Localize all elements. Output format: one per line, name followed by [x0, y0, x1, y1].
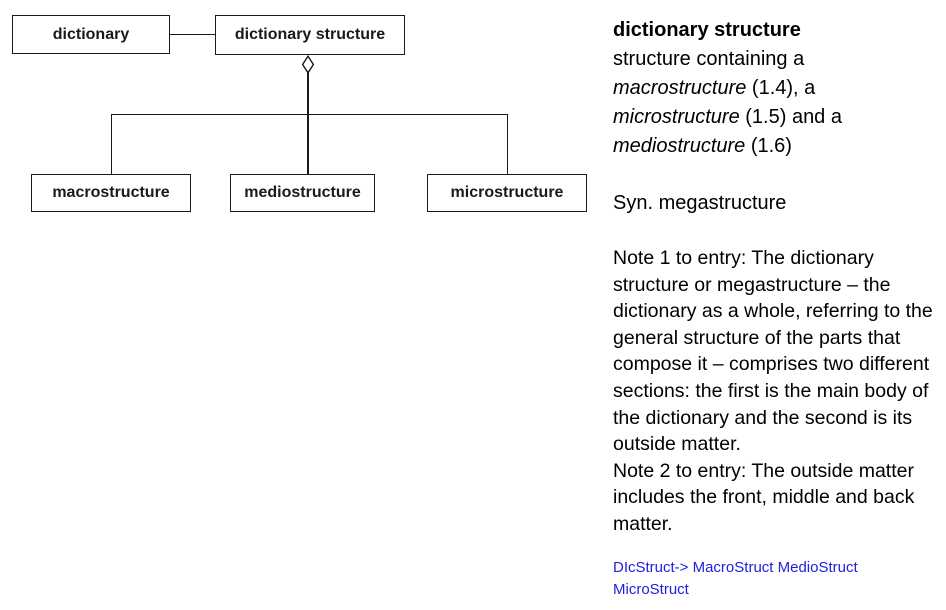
- definition-line: mediostructure (1.6): [613, 135, 792, 157]
- notes-block: Note 1 to entry: The dictionary structure…: [613, 245, 946, 538]
- note-line: structure or megastructure – the: [613, 273, 891, 296]
- entry-heading: dictionary structure: [613, 19, 801, 41]
- definition-line: microstructure (1.5) and a: [613, 106, 842, 128]
- node-label: macrostructure: [52, 184, 170, 201]
- note-line: Note 2 to entry: The outside matter: [613, 459, 914, 482]
- diagram-node-mediostructure: mediostructure: [230, 174, 375, 212]
- diagram-node-microstructure: microstructure: [427, 174, 587, 212]
- note-lines: Note 1 to entry: The dictionary structure…: [613, 245, 946, 538]
- definition-line: structure containing a: [613, 48, 805, 70]
- note-line: matter.: [613, 512, 673, 535]
- edge-aggregation-center-line: [307, 71, 309, 174]
- node-label: mediostructure: [244, 184, 361, 201]
- edge-branch-right-line: [506, 114, 508, 174]
- synonym-block: Syn. megastructure: [613, 190, 946, 217]
- note-line: outside matter.: [613, 433, 741, 456]
- node-label: microstructure: [450, 184, 564, 201]
- node-label: dictionary: [52, 25, 130, 43]
- cross-reference-link[interactable]: DIcStruct-> MacroStruct MedioStruct: [613, 559, 858, 576]
- diagram-node-macrostructure: macrostructure: [31, 174, 191, 212]
- note-line: the dictionary and the second is its: [613, 406, 913, 429]
- diagram-node-dictionary: dictionary: [12, 15, 170, 54]
- edge-branch-horizontal-line: [111, 114, 508, 116]
- edge-association-line: [170, 34, 215, 36]
- diagram-node-dictionary-structure: dictionary structure: [215, 15, 405, 55]
- definition-block: dictionary structure structure containin…: [613, 16, 946, 161]
- definition-line: macrostructure (1.4), a: [613, 77, 816, 99]
- note-line: dictionary as a whole, referring to the: [613, 300, 933, 323]
- note-line: compose it – comprises two different: [613, 353, 930, 376]
- cross-reference-link[interactable]: MicroStruct: [613, 580, 689, 598]
- definition-lines: structure containing a macrostructure (1.…: [613, 45, 946, 161]
- node-label: dictionary structure: [234, 26, 386, 43]
- note-line: Note 1 to entry: The dictionary: [613, 247, 874, 269]
- note-line: general structure of the parts that: [613, 326, 901, 349]
- note-line: sections: the first is the main body of: [613, 379, 929, 402]
- synonym-line: Syn. megastructure: [613, 192, 787, 214]
- note-line: includes the front, middle and back: [613, 486, 915, 509]
- edge-branch-left-line: [111, 114, 113, 174]
